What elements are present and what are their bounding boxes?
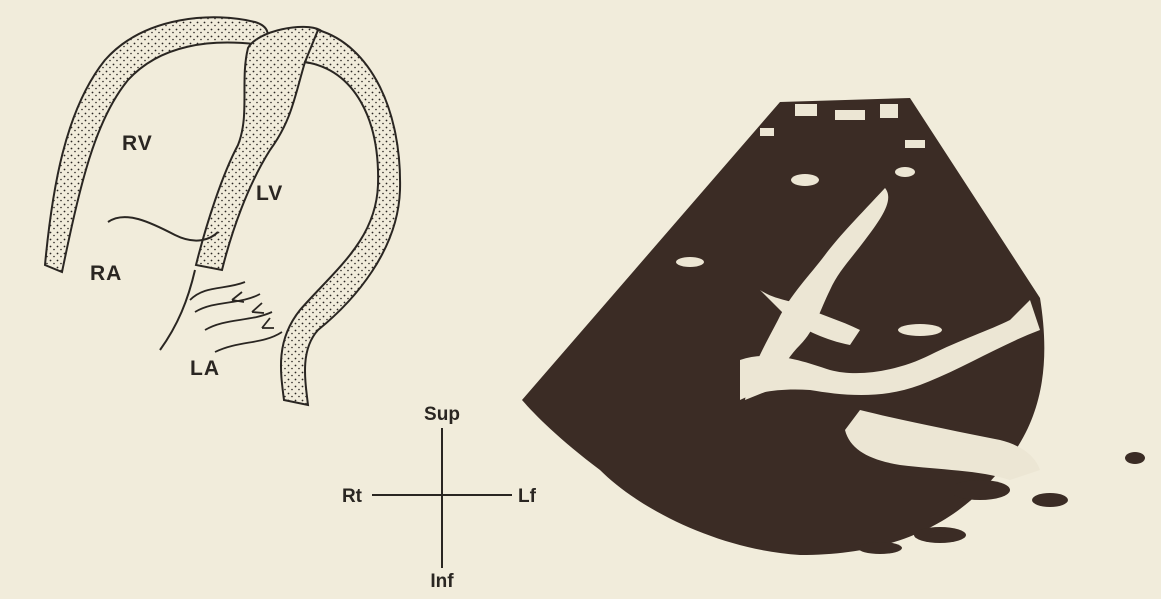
label-superior: Sup xyxy=(424,404,460,425)
myocardium-wall xyxy=(45,17,268,272)
label-inferior: Inf xyxy=(430,571,454,592)
label-right: Rt xyxy=(342,486,363,507)
left-atrium-wall xyxy=(160,270,195,350)
echo-speckle xyxy=(676,257,704,267)
label-la: LA xyxy=(190,357,220,380)
label-ra: RA xyxy=(90,262,122,285)
label-rv: RV xyxy=(122,132,153,155)
orientation-compass: Sup Inf Rt Lf xyxy=(342,404,537,592)
label-left: Lf xyxy=(518,486,537,507)
tricuspid-line xyxy=(108,217,218,241)
echo-speckle xyxy=(898,324,942,336)
label-lv: LV xyxy=(256,182,283,205)
heart-schematic: RV LV RA LA xyxy=(45,17,400,405)
flow-arrows xyxy=(190,282,282,352)
echo-image xyxy=(522,98,1145,555)
